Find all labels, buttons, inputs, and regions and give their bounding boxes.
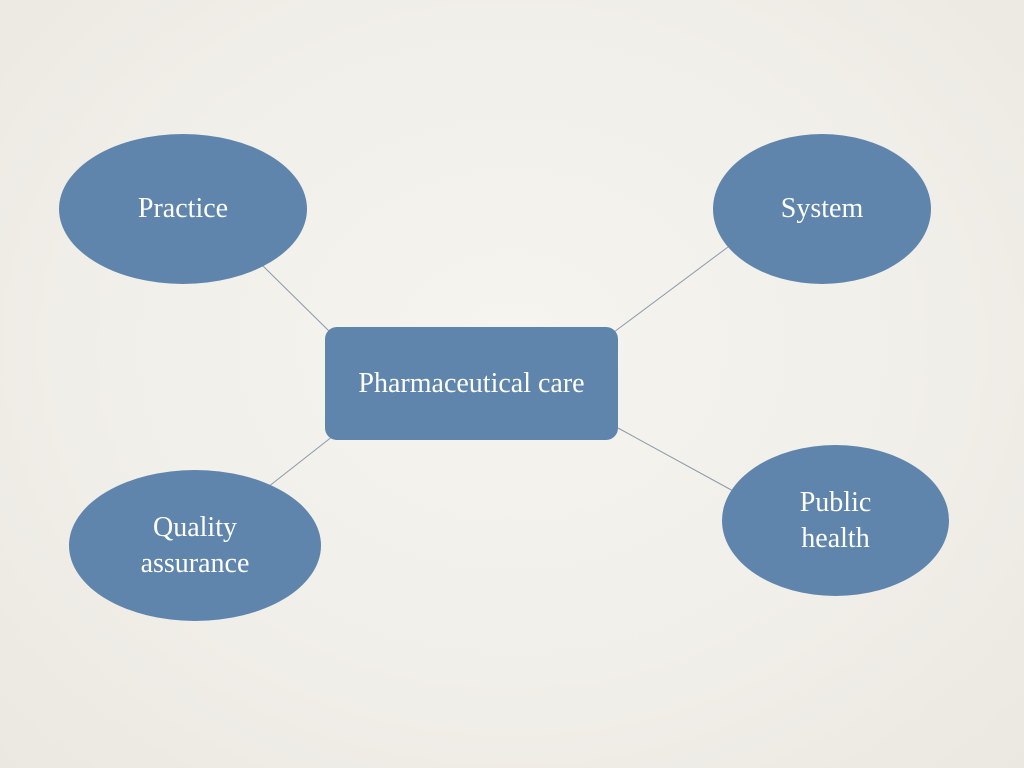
node-quality-assurance[interactable]: Quality assurance [69,470,321,621]
node-public-health[interactable]: Public health [722,445,949,596]
node-center-label: Pharmaceutical care [358,367,585,399]
connector-public [617,427,736,493]
node-practice[interactable]: Practice [59,134,307,284]
connector-practice [262,265,331,333]
node-practice-label: Practice [137,193,229,224]
node-public-label: Public health [799,486,872,554]
node-system-label: System [780,193,864,224]
connector-system [613,246,729,333]
node-pharmaceutical-care[interactable]: Pharmaceutical care [325,327,618,440]
connector-quality [267,435,334,488]
node-quality-label: Quality assurance [140,511,250,579]
node-system[interactable]: System [713,134,931,284]
